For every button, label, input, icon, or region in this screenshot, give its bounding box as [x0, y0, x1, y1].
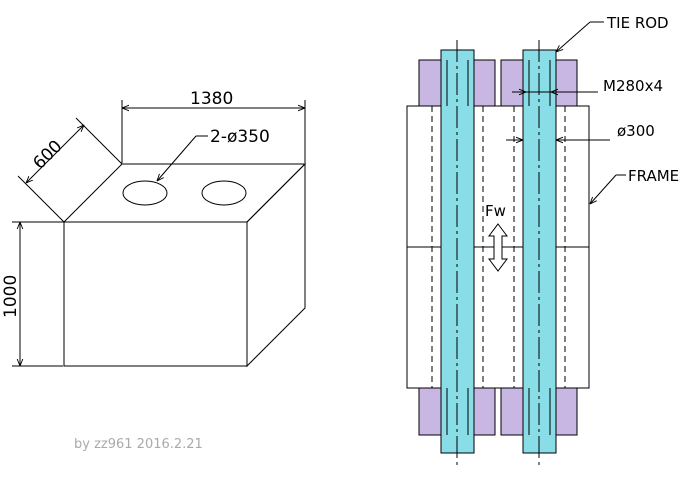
credit-text: by zz961 2016.2.21 [74, 437, 203, 452]
force-label: Fw [485, 202, 506, 220]
height-label: 1000 [1, 275, 21, 318]
block-side-face [246, 162, 306, 368]
depth-label: 600 [29, 136, 66, 173]
block-front-face [63, 221, 248, 367]
frame-leader [590, 174, 626, 204]
force-arrow [488, 223, 508, 272]
block-isometric [62, 162, 307, 368]
frame-label: FRAME [628, 167, 679, 185]
hole-1 [122, 180, 168, 206]
width-label: 1380 [190, 89, 233, 109]
holes-label: 2-ø350 [210, 127, 270, 147]
block-top-face [62, 163, 307, 223]
rod-centerlines [456, 40, 540, 465]
frame-hole-hidden-lines [431, 106, 566, 388]
hole-2 [201, 180, 247, 206]
tie-rod-leader [556, 21, 604, 52]
nut-label: M280x4 [603, 77, 663, 95]
tie-rod-label: TIE ROD [606, 14, 669, 32]
rod-diameter-label: ø300 [617, 122, 655, 140]
width-dimension [121, 100, 306, 163]
height-dimension [12, 221, 63, 367]
holes-leader [157, 135, 208, 181]
rod-inner-lines [446, 60, 551, 435]
depth-dimension [17, 117, 123, 223]
